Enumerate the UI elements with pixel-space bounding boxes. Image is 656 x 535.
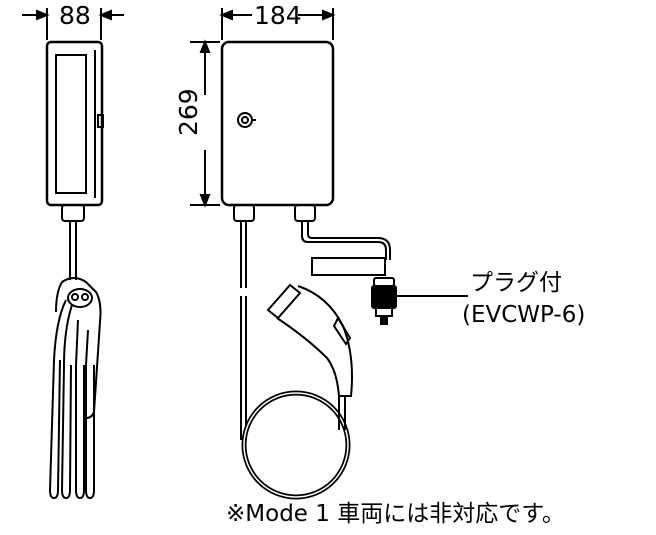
plug: [371, 277, 397, 325]
width-dimension: [219, 8, 336, 40]
side-view: [45, 40, 104, 500]
mode1-note: ※Mode 1 車両には非対応です。: [226, 501, 565, 527]
width-label: 184: [254, 1, 302, 30]
keyhole-icon: [237, 112, 256, 128]
front-view: [220, 40, 468, 500]
depth-dimension: [22, 8, 124, 40]
plug-label-line1: プラグ付: [470, 270, 562, 296]
plug-label-line2: (EVCWP-6): [462, 302, 586, 328]
height-label: 269: [174, 88, 203, 136]
height-dimension: [190, 39, 220, 208]
depth-label: 88: [59, 1, 91, 30]
charging-gun: [266, 283, 353, 430]
